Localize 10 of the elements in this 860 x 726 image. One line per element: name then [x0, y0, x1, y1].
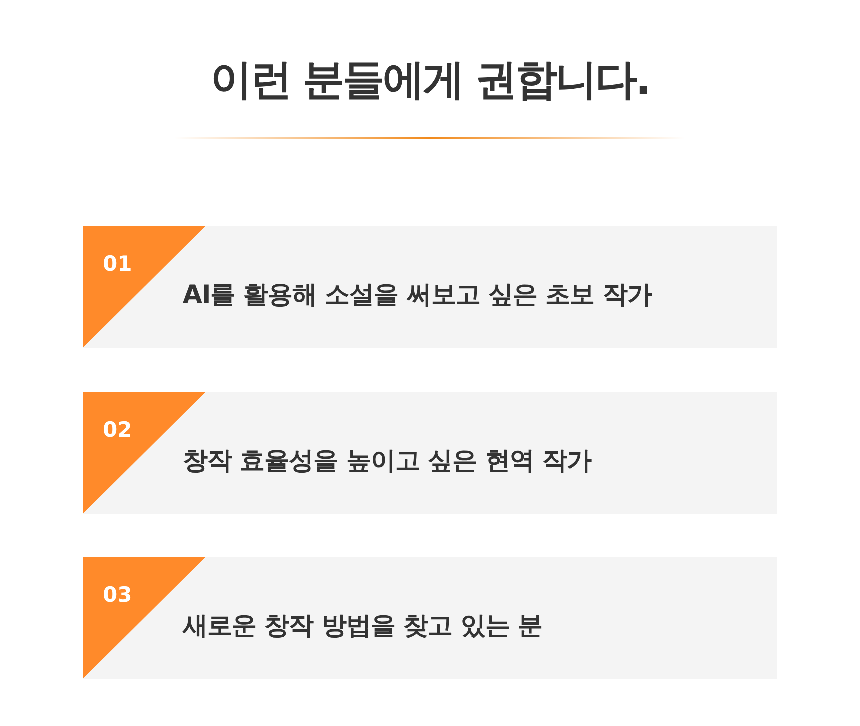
list-item-band: [83, 226, 777, 348]
list-item-band: [83, 557, 777, 679]
item-number: 03: [103, 583, 132, 607]
list-item-band: [83, 392, 777, 514]
item-text: 창작 효율성을 높이고 싶은 현역 작가: [183, 446, 592, 476]
item-number: 01: [103, 252, 132, 276]
page-title: 이런 분들에게 권합니다.: [210, 54, 650, 106]
item-text: AI를 활용해 소설을 써보고 싶은 초보 작가: [183, 280, 652, 310]
item-text: 새로운 창작 방법을 찾고 있는 분: [183, 611, 543, 641]
item-number: 02: [103, 418, 132, 442]
